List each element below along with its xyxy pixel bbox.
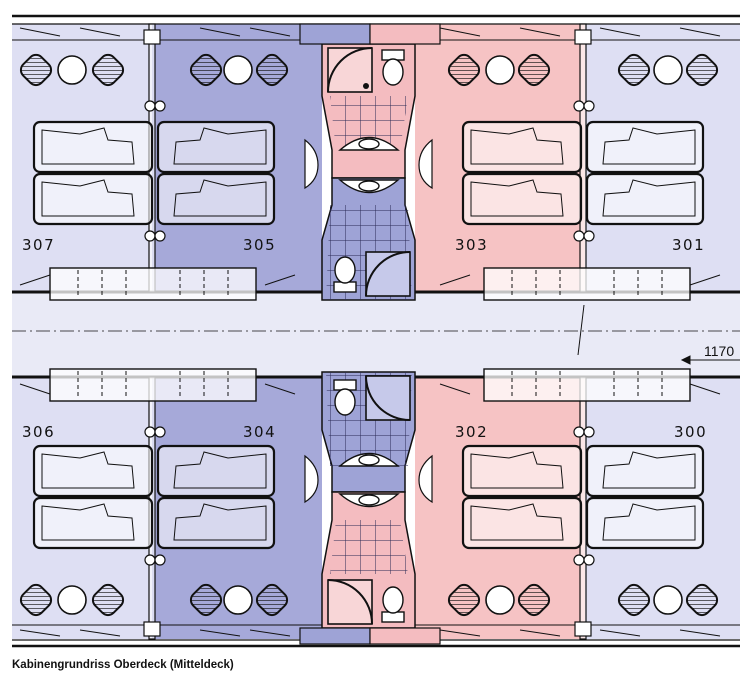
- beds: [32, 120, 705, 550]
- cabin-number-302: 302: [455, 423, 488, 441]
- cabin-number-307: 307: [22, 236, 55, 254]
- cabin-number-304: 304: [243, 423, 276, 441]
- wardrobes: [49, 267, 691, 402]
- dimension-mark: [577, 304, 740, 365]
- cabin-number-300: 300: [674, 423, 707, 441]
- bathroom-core: [299, 23, 441, 645]
- bedside-lamps: [144, 100, 595, 566]
- cabin-number-306: 306: [22, 423, 55, 441]
- dimension-label: 1170: [704, 343, 734, 359]
- corridor-area: [12, 292, 740, 377]
- cabin-number-303: 303: [455, 236, 488, 254]
- cabin-number-305: 305: [243, 236, 276, 254]
- figure-caption: Kabinengrundriss Oberdeck (Mitteldeck): [12, 659, 234, 671]
- bed-covers: [41, 127, 696, 541]
- cabin-floor-plan: 307 305 303 301 306 304 302 300 1170: [12, 14, 740, 648]
- cabin-number-301: 301: [672, 236, 705, 254]
